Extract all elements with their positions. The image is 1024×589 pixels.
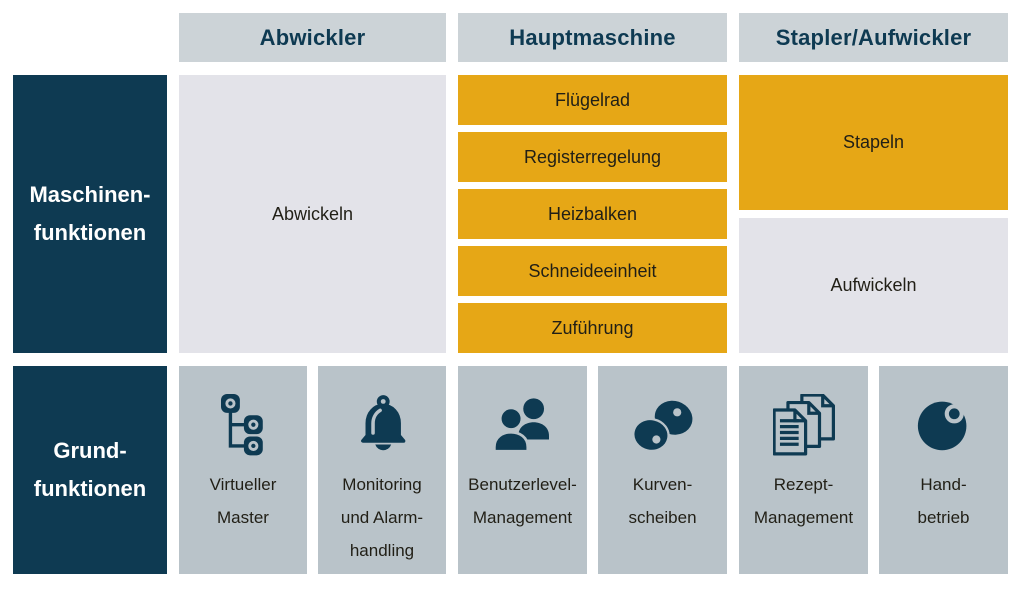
label-line: Benutzerlevel- xyxy=(468,475,577,494)
cell-label: Zuführung xyxy=(551,317,634,338)
column-header-abwickler: Abwickler xyxy=(179,13,446,62)
label-line: Rezept- xyxy=(773,475,834,494)
basic-function-label: Benutzerlevel- Management xyxy=(468,468,577,534)
column-header-label: Hauptmaschine xyxy=(509,24,676,50)
column-header-stapler-aufwickler: Stapler/Aufwickler xyxy=(739,13,1008,62)
row-label-line: Grund- xyxy=(53,438,127,463)
cell-stapeln: Stapeln xyxy=(739,75,1008,210)
label-line: Kurven- xyxy=(632,475,693,494)
label-line: und Alarm- xyxy=(340,508,424,527)
basic-function-group-abwickler: Virtueller Master Monitoring und Alarm- xyxy=(179,366,446,574)
cell-fluegelrad: Flügelrad xyxy=(458,75,727,125)
cell-rezept-management: Rezept- Management xyxy=(739,366,868,574)
label-line: betrieb xyxy=(917,508,970,527)
matrix-grid: Abwickler Hauptmaschine Stapler/Aufwickl… xyxy=(13,13,1008,574)
cell-label: Flügelrad xyxy=(554,89,631,110)
cell-label: Registerregelung xyxy=(523,146,662,167)
cam-disc-icon xyxy=(631,392,694,458)
cell-monitoring-alarmhandling: Monitoring und Alarm- handling xyxy=(318,366,446,574)
cell-aufwickeln: Aufwickeln xyxy=(739,218,1008,353)
basic-function-label: Kurven- scheiben xyxy=(628,468,696,534)
row-label-maschinenfunktionen: Maschinen- funktionen xyxy=(13,75,167,353)
label-line: Management xyxy=(472,508,573,527)
stapler-function-stack: Stapeln Aufwickeln xyxy=(739,75,1008,353)
label-line: Management xyxy=(753,508,854,527)
virtual-master-icon xyxy=(221,392,264,458)
corner-spacer xyxy=(13,13,167,62)
basic-function-label: Hand- betrieb xyxy=(918,468,970,534)
cell-registerregelung: Registerregelung xyxy=(458,132,727,182)
row-label-line: funktionen xyxy=(33,476,147,501)
cell-benutzerlevel-management: Benutzerlevel- Management xyxy=(458,366,587,574)
basic-function-label: Rezept- Management xyxy=(754,468,853,534)
cell-label: Stapeln xyxy=(842,132,905,152)
cell-virtueller-master: Virtueller Master xyxy=(179,366,307,574)
cell-label: Schneideeinheit xyxy=(528,260,657,281)
hauptmaschine-function-stack: Flügelrad Registerregelung Heizbalken Sc… xyxy=(458,75,727,353)
column-header-label: Stapler/Aufwickler xyxy=(775,24,972,50)
label-line: Hand- xyxy=(920,475,967,494)
row-label-line: funktionen xyxy=(33,220,147,245)
column-header-label: Abwickler xyxy=(259,24,366,50)
recipe-documents-icon xyxy=(772,392,835,458)
cell-heizbalken: Heizbalken xyxy=(458,189,727,239)
cell-label: Abwickeln xyxy=(271,203,354,224)
row-label-line: Maschinen- xyxy=(29,182,151,207)
basic-function-group-hauptmaschine: Benutzerlevel- Management Kurven- scheib… xyxy=(458,366,727,574)
cell-label: Aufwickeln xyxy=(830,275,917,295)
handwheel-icon xyxy=(916,392,972,458)
cell-handbetrieb: Hand- betrieb xyxy=(879,366,1008,574)
row-label-grundfunktionen: Grund- funktionen xyxy=(13,366,167,574)
basic-function-group-stapler: Rezept- Management Hand- betrieb xyxy=(739,366,1008,574)
label-line: Master xyxy=(217,508,269,527)
column-header-hauptmaschine: Hauptmaschine xyxy=(458,13,727,62)
alarm-bell-icon xyxy=(354,392,411,458)
label-line: handling xyxy=(349,541,415,560)
cell-schneideeinheit: Schneideeinheit xyxy=(458,246,727,296)
basic-function-label: Virtueller Master xyxy=(210,468,277,534)
cell-kurvenscheiben: Kurven- scheiben xyxy=(598,366,727,574)
label-line: Virtueller xyxy=(209,475,277,494)
basic-function-label: Monitoring und Alarm- handling xyxy=(341,468,423,567)
cell-abwickeln: Abwickeln xyxy=(179,75,446,353)
cell-label: Heizbalken xyxy=(547,203,638,224)
cell-zufuehrung: Zuführung xyxy=(458,303,727,353)
user-level-icon xyxy=(492,392,553,458)
label-line: scheiben xyxy=(628,508,697,527)
label-line: Monitoring xyxy=(342,475,422,494)
